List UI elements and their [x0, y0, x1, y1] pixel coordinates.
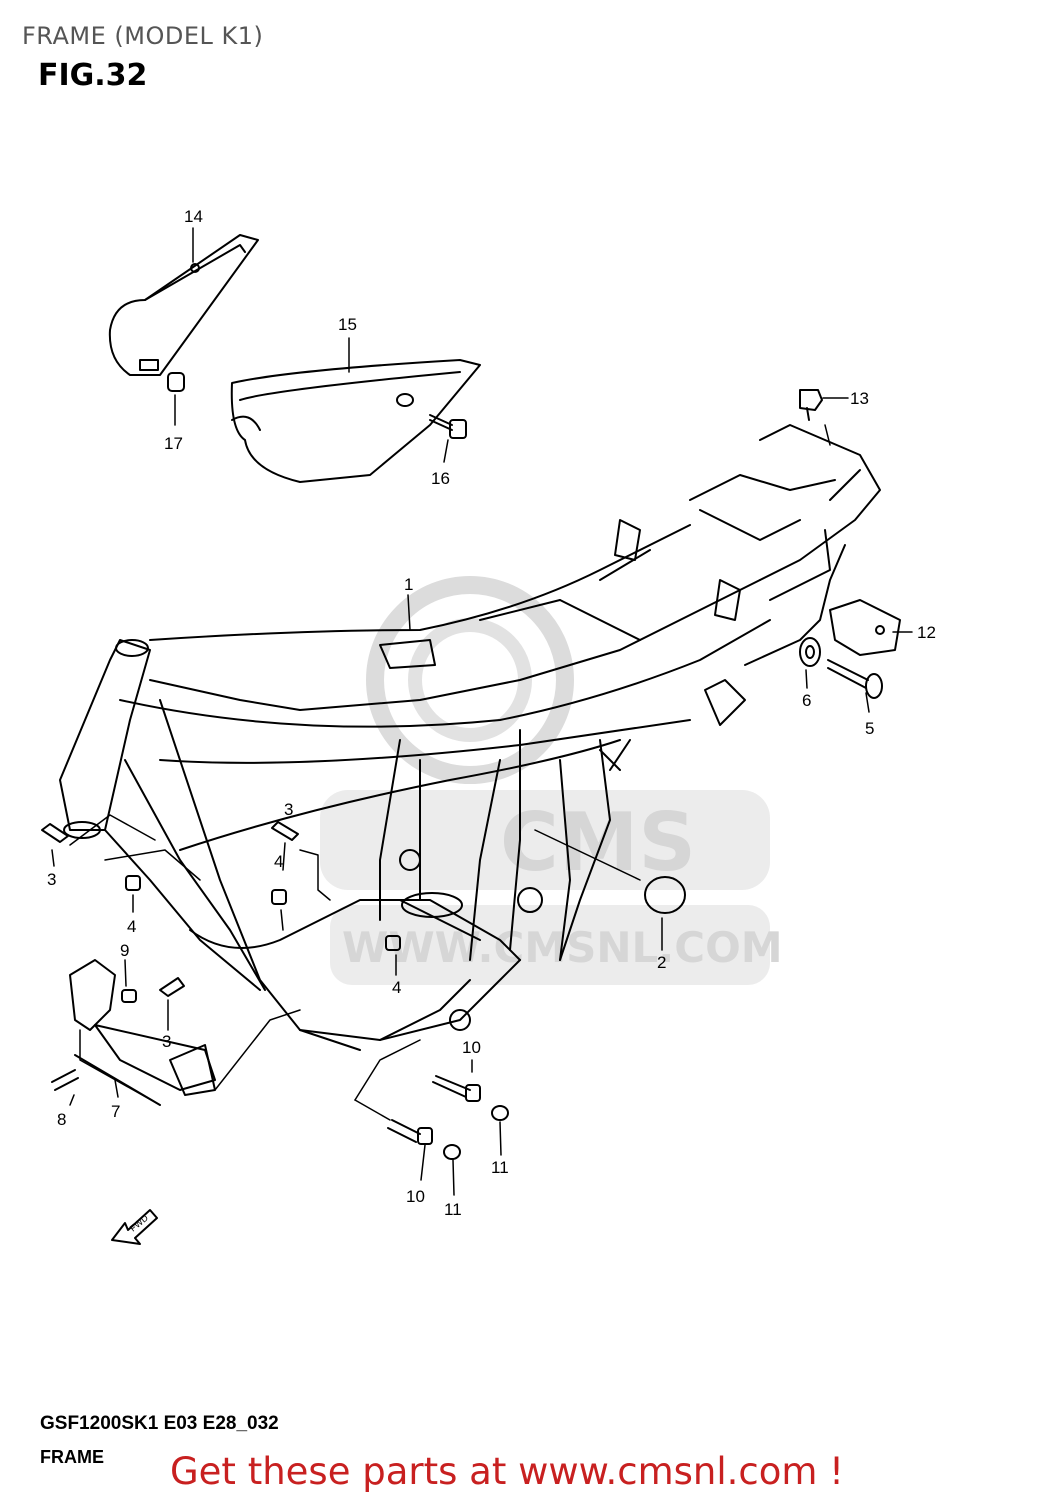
- callout-4-lower: 4: [392, 978, 401, 997]
- part-13-bolt: [799, 389, 823, 421]
- callout-1: 1: [404, 575, 413, 594]
- callout-5: 5: [865, 719, 874, 738]
- fwd-label: FWD: [128, 1212, 151, 1233]
- part-7-bracket: [69, 959, 216, 1106]
- part-4-nuts: [125, 875, 401, 951]
- callout-17: 17: [164, 434, 183, 453]
- part-14-side-cover: [108, 234, 259, 376]
- callout-16: 16: [431, 469, 450, 488]
- callout-4-mid: 4: [274, 852, 283, 871]
- promo-link[interactable]: Get these parts at www.cmsnl.com !: [170, 1450, 845, 1493]
- figure-label: FIG.32: [38, 58, 148, 93]
- callout-7: 7: [111, 1102, 120, 1121]
- part-6-washer: [799, 637, 821, 667]
- part-3-bolts: [41, 821, 299, 997]
- part-11-clips: [443, 1105, 509, 1160]
- callout-13: 13: [850, 389, 869, 408]
- callout-10-upper: 10: [462, 1038, 481, 1057]
- callout-labels: 14 15 17 16 13 1 12 6 5 3 3 4 4 9 3 4 2 …: [47, 207, 936, 1219]
- part-17-grommet: [167, 372, 185, 392]
- callout-6: 6: [802, 691, 811, 710]
- part-1-main-frame: [59, 424, 881, 1051]
- part-2-cap: [644, 876, 686, 914]
- callout-2: 2: [657, 953, 666, 972]
- part-12-bracket: [829, 599, 901, 656]
- callout-9: 9: [120, 941, 129, 960]
- callout-11-lower: 11: [444, 1200, 462, 1219]
- part-16-bolt: [429, 414, 467, 439]
- watermark-brand: CMS: [500, 796, 696, 889]
- part-9-nut: [121, 989, 137, 1003]
- part-8-bolt: [51, 1069, 79, 1091]
- diagram-code: GSF1200SK1 E03 E28_032: [40, 1413, 279, 1434]
- callout-3-left: 3: [47, 870, 56, 889]
- page-title: FRAME (MODEL K1): [22, 22, 264, 50]
- diagram-name: FRAME: [40, 1447, 104, 1467]
- callout-12: 12: [917, 623, 936, 642]
- callout-14: 14: [184, 207, 203, 226]
- callout-11-right: 11: [491, 1158, 509, 1177]
- callout-10-lower: 10: [406, 1187, 425, 1206]
- leader-lines: [51, 227, 913, 1196]
- part-10-bolts: [387, 1075, 481, 1145]
- callout-3-lower: 3: [162, 1032, 171, 1051]
- callout-8: 8: [57, 1110, 66, 1129]
- part-15-side-cover: [230, 359, 481, 483]
- fwd-arrow-icon: [111, 1209, 158, 1245]
- callout-4-left: 4: [127, 917, 136, 936]
- callout-15: 15: [338, 315, 357, 334]
- part-5-bolt: [827, 659, 883, 699]
- callout-3-mid: 3: [284, 800, 293, 819]
